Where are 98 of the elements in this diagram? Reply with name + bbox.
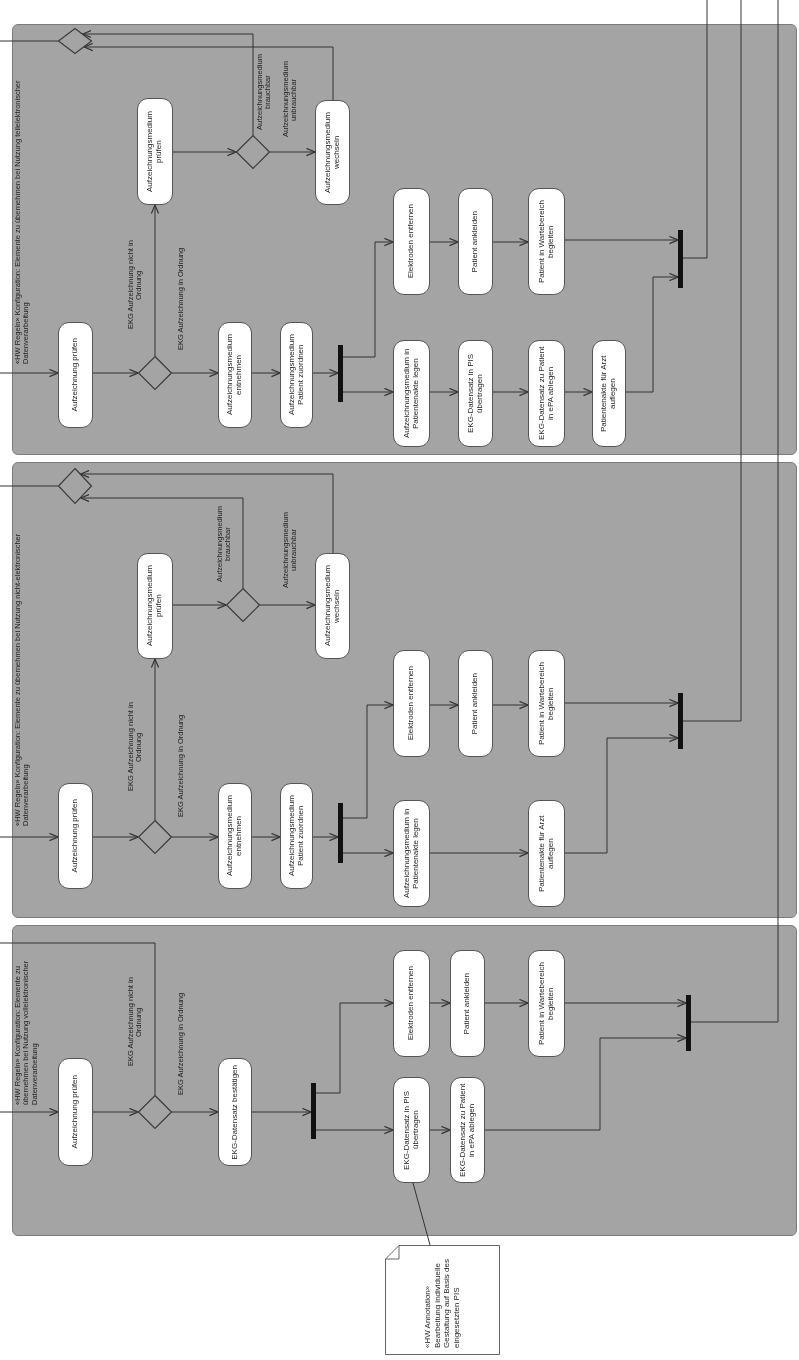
swimlane-panel [12, 925, 797, 1236]
arrow [429, 237, 459, 247]
swimlane-panel [12, 462, 797, 918]
action-node: Elektroden entfernen [393, 188, 430, 295]
arrow [92, 368, 139, 378]
action-node: Patient ankleiden [458, 188, 493, 295]
arrow [429, 700, 459, 710]
synchronization-bar [338, 803, 343, 863]
arrow [82, 29, 254, 136]
arrow [429, 998, 451, 1008]
arrow [492, 237, 529, 247]
arrow [625, 272, 679, 393]
arrow [80, 469, 334, 554]
action-node: Aufzeichnungsmedium wechseln [315, 100, 350, 205]
arrow [171, 368, 219, 378]
arrow [251, 832, 281, 842]
action-node: Elektroden entfernen [393, 950, 430, 1057]
synchronization-bar [338, 345, 343, 402]
action-node: Patientenakte für Arzt auflegen [592, 340, 626, 447]
action-node: Aufzeichnungsmedium in Patientenakte legen [393, 340, 430, 447]
arrow [171, 832, 219, 842]
decision-diamond [58, 28, 92, 54]
decision-diamond [138, 1095, 172, 1129]
synchronization-bar [678, 693, 683, 749]
synchronization-bar [686, 995, 691, 1051]
decision-diamond [236, 135, 270, 169]
arrow [0, 832, 59, 842]
action-node: EKG-Datensatz zu Patient in ePA ablegen [528, 340, 565, 447]
action-node: Aufzeichnung prüfen [58, 783, 93, 889]
arrow [484, 1033, 687, 1131]
arrow [315, 998, 394, 1094]
arrow [564, 733, 679, 854]
action-node: Patient in Wartebereich begleiten [528, 950, 565, 1057]
arrow [80, 493, 244, 589]
action-node: Patient in Wartebereich begleiten [528, 188, 565, 295]
action-node: Patient ankleiden [450, 950, 485, 1057]
arrow [150, 658, 160, 821]
leader-line [412, 1182, 431, 1246]
arrow [251, 368, 281, 378]
action-node: EKG-Datensatz in PIS übertragen [393, 1077, 430, 1183]
decision-diamond [58, 468, 92, 504]
synchronization-bar [311, 1083, 316, 1139]
action-node: Aufzeichnungsmedium prüfen [137, 98, 173, 205]
arrow [150, 204, 160, 357]
action-node: Aufzeichnungsmedium prüfen [137, 553, 173, 659]
arrow [269, 147, 316, 157]
arrow [342, 700, 394, 819]
arrow [92, 832, 139, 842]
arrow [172, 147, 237, 157]
action-node: Aufzeichnung prüfen [58, 1058, 93, 1166]
action-node: Patient ankleiden [458, 650, 493, 757]
arrow [251, 1107, 312, 1117]
action-node: Patient in Wartebereich begleiten [528, 650, 565, 757]
arrow [492, 387, 529, 397]
action-node: EKG-Datensatz in PIS übertragen [458, 340, 493, 447]
arrow [564, 998, 687, 1008]
note: «HW Annotation» Bearbeitung individuelle Gestaltung auf Basis des eingesetzten PIS [385, 1245, 500, 1355]
action-node: Aufzeichnung prüfen [58, 322, 93, 428]
arrow [429, 387, 459, 397]
action-node: Aufzeichnungsmedium wechseln [315, 553, 350, 659]
action-node: Aufzeichnungsmedium entnehmen [218, 783, 252, 889]
arrow [312, 368, 339, 378]
synchronization-bar [678, 230, 683, 288]
arrow [0, 368, 59, 378]
arrow [492, 700, 529, 710]
arrow [171, 1107, 219, 1117]
connector-line [0, 485, 59, 487]
connector-line [0, 40, 59, 42]
arrow [342, 848, 394, 858]
action-node: Elektroden entfernen [393, 650, 430, 757]
arrow [429, 848, 529, 858]
connector-line [682, 0, 708, 259]
decision-diamond [138, 356, 172, 390]
connector-line [690, 0, 779, 1023]
arrow [564, 235, 679, 245]
arrow [172, 600, 227, 610]
arrow [429, 1125, 451, 1135]
arrow [315, 1125, 394, 1135]
decision-diamond [138, 820, 172, 854]
arrow [259, 600, 316, 610]
arrow [564, 387, 593, 397]
arrow [83, 42, 334, 101]
action-node: EKG-Datensatz zu Patient in ePA ablegen [450, 1077, 485, 1183]
decision-diamond [226, 588, 260, 622]
arrow [564, 698, 679, 708]
connector-line [682, 0, 742, 722]
swimlane-panel [12, 24, 797, 455]
arrow [312, 832, 339, 842]
action-node: EKG-Datensatz bestätigen [218, 1058, 252, 1166]
arrow [92, 1107, 139, 1117]
action-node: Aufzeichnungsmedium entnehmen [218, 322, 252, 428]
arrow [484, 998, 529, 1008]
arrow [342, 237, 394, 358]
action-node: Aufzeichnungsmedium in Patientenakte legen [393, 800, 430, 907]
arrow [0, 1107, 59, 1117]
arrow [342, 387, 394, 397]
connector-line [0, 942, 156, 1096]
action-node: Patientenakte für Arzt auflegen [528, 800, 565, 907]
